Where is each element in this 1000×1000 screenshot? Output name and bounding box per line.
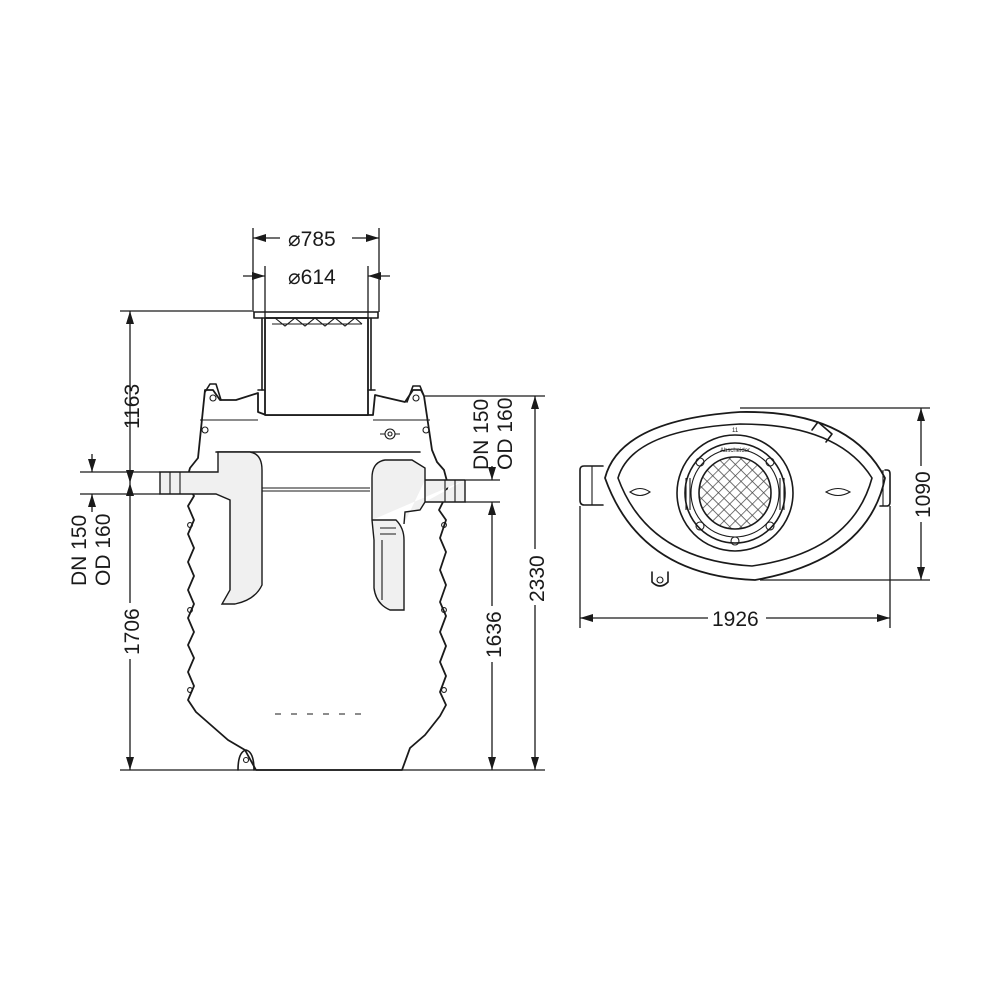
foot [237, 749, 255, 771]
cover-marker-top-left [695, 457, 705, 467]
plan-drain-spout [651, 571, 669, 587]
dim-outlet-od: OD 160 [494, 398, 517, 470]
riser-shaft [264, 317, 369, 416]
dim-plan-length: 1926 [712, 608, 759, 631]
tank-body [185, 389, 449, 771]
side-view [159, 311, 466, 771]
plan-view-dimensions: 1926 1090 [579, 407, 935, 631]
dim-top-inner-diameter: ⌀614 [288, 266, 336, 289]
dim-inlet-dn: DN 150 [68, 515, 91, 586]
cover-number: 11 [732, 428, 739, 434]
cover-marker-bottom-left [695, 521, 705, 531]
lug-left [204, 383, 222, 401]
cover-name: Abscheider [720, 448, 750, 454]
dim-height-top-to-inlet: 1163 [121, 384, 144, 429]
dim-total-height: 2330 [526, 555, 549, 602]
dim-outlet-invert-height: 1636 [483, 611, 506, 658]
plan-outlet-stub [879, 469, 891, 507]
dim-top-outer-diameter: ⌀785 [288, 228, 336, 251]
plan-cover-grating [698, 456, 772, 530]
cover-marker-top-right [765, 457, 775, 467]
plan-inner-rim [617, 423, 873, 567]
plan-cover-outer [676, 434, 794, 552]
plan-left-recess [629, 487, 651, 497]
lug-right [406, 385, 425, 403]
plan-inlet-stub [579, 465, 604, 506]
dim-inlet-od: OD 160 [92, 514, 115, 586]
dim-plan-width: 1090 [912, 471, 935, 518]
plan-view: 11 Abscheider [579, 411, 891, 587]
dim-inlet-invert-height: 1706 [121, 608, 144, 655]
cover-marker-bottom-right [765, 521, 775, 531]
plan-vent-stub [811, 421, 833, 443]
side-view-dimensions: ⌀785 ⌀614 1163 DN 150 OD 160 1706 [68, 226, 549, 771]
riser-grating [274, 317, 363, 327]
plan-right-recess [824, 487, 852, 497]
riser-flange [253, 311, 379, 319]
inlet-pipe [159, 451, 263, 605]
outlet-pipe [371, 459, 466, 611]
dim-outlet-dn: DN 150 [470, 399, 493, 470]
